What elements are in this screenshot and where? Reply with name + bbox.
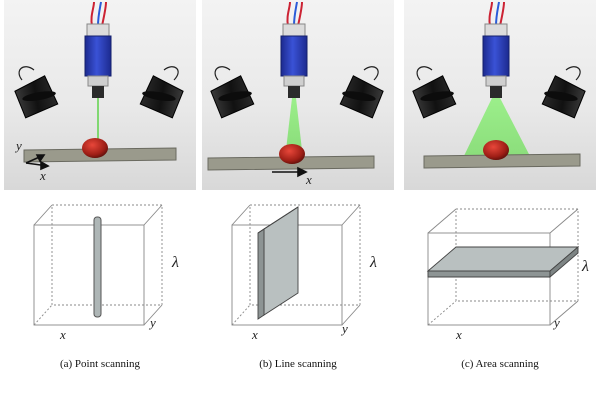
lamp-icon-left bbox=[208, 73, 256, 120]
cube-label-lambda: λ bbox=[581, 258, 589, 275]
cube-c-area-scan: λ x y bbox=[404, 195, 596, 345]
cube-label-y: y bbox=[552, 315, 560, 330]
apple-icon bbox=[82, 138, 108, 158]
cube-label-x: x bbox=[455, 327, 462, 342]
apple-icon bbox=[483, 140, 509, 160]
cube-outline bbox=[33, 204, 163, 326]
area-beam bbox=[462, 98, 532, 160]
camera-icon bbox=[84, 1, 112, 99]
camera-icon bbox=[482, 1, 510, 99]
lamp-icon-left bbox=[410, 73, 458, 120]
cube-b-line-scan: λ x y bbox=[202, 195, 394, 345]
axis-label-x: x bbox=[305, 172, 312, 187]
cable-icon bbox=[416, 66, 581, 81]
lamp-icon-right bbox=[338, 73, 386, 120]
axis-label-y: y bbox=[14, 138, 22, 153]
cube-label-y: y bbox=[340, 321, 348, 336]
caption-area-scanning: (c) Area scanning bbox=[461, 358, 539, 370]
axis-label-x: x bbox=[39, 168, 46, 183]
camera-icon bbox=[280, 1, 308, 99]
line-scan-slab bbox=[257, 206, 299, 320]
stage bbox=[423, 153, 581, 169]
point-scan-bar bbox=[93, 216, 102, 318]
cube-label-lambda: λ bbox=[171, 254, 179, 271]
lamp-icon-left bbox=[12, 73, 60, 120]
caption-line-scanning: (b) Line scanning bbox=[259, 358, 337, 370]
cube-label-y: y bbox=[148, 315, 156, 330]
cube-label-x: x bbox=[59, 327, 66, 342]
axis-arrows bbox=[25, 154, 50, 171]
cable-icon bbox=[18, 66, 179, 81]
scan-direction-arrow bbox=[272, 166, 308, 178]
panel-a-photo: y x bbox=[4, 0, 196, 190]
cube-a-point-scan: λ x y bbox=[4, 195, 196, 345]
panel-b-photo: x bbox=[202, 0, 394, 190]
line-beam bbox=[286, 98, 302, 150]
cable-icon bbox=[214, 66, 379, 81]
panel-c-photo bbox=[404, 0, 596, 190]
lamp-icon-right bbox=[540, 73, 588, 120]
cube-outline bbox=[231, 204, 361, 326]
cube-label-x: x bbox=[251, 327, 258, 342]
caption-point-scanning: (a) Point scanning bbox=[59, 358, 141, 370]
area-scan-slab bbox=[426, 246, 580, 278]
lamp-icon-right bbox=[138, 73, 186, 120]
apple-icon bbox=[279, 144, 305, 164]
cube-label-lambda: λ bbox=[369, 254, 377, 271]
